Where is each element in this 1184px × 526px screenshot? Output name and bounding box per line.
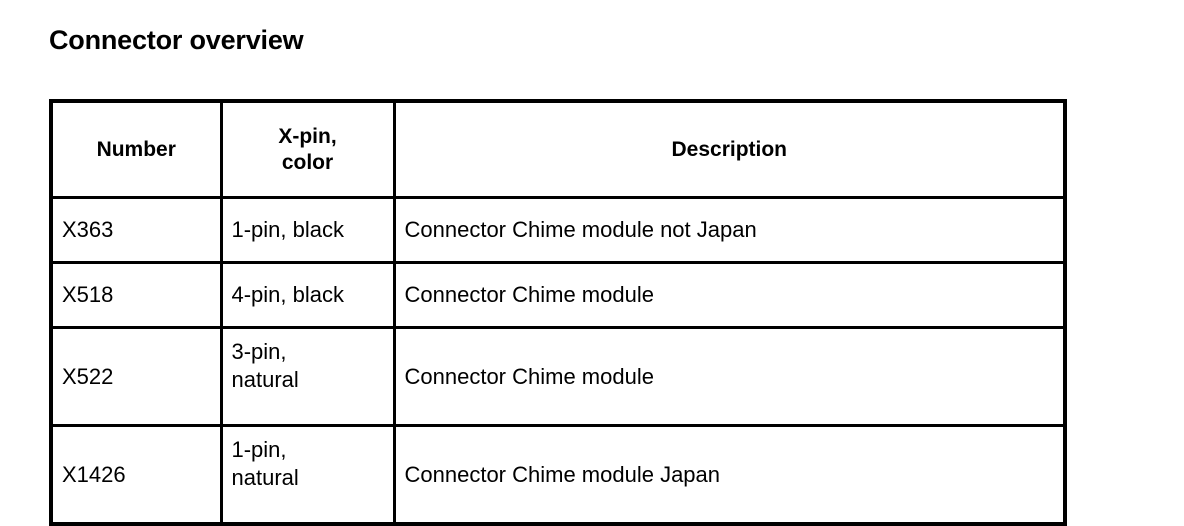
cell-xpin: 1-pin, black [219, 196, 396, 264]
column-header-xpin-line1: X-pin, [278, 124, 337, 148]
table-body: X363 1-pin, black Connector Chime module… [49, 196, 1067, 526]
cell-xpin: 3-pin, natural [219, 326, 396, 427]
column-header-xpin: X-pin, color [219, 99, 396, 199]
table-header: Number X-pin, color Description [49, 99, 1067, 199]
cell-number: X518 [49, 261, 223, 329]
cell-xpin: 4-pin, black [219, 261, 396, 329]
table-row: X363 1-pin, black Connector Chime module… [49, 196, 1067, 264]
cell-xpin-line2: natural [231, 465, 299, 490]
cell-description: Connector Chime module Japan [392, 424, 1067, 526]
cell-xpin: 1-pin, natural [219, 424, 396, 526]
table-row: X518 4-pin, black Connector Chime module [49, 261, 1067, 329]
table-row: X1426 1-pin, natural Connector Chime mod… [49, 424, 1067, 526]
page-root: Connector overview Number X-pin, color D… [49, 25, 1067, 526]
connector-overview-table: Number X-pin, color Description X363 1-p… [49, 99, 1067, 526]
cell-number: X522 [49, 326, 223, 427]
cell-xpin-line1: 4-pin, black [231, 282, 345, 307]
column-header-description: Description [392, 99, 1067, 199]
column-header-xpin-line2: color [281, 150, 334, 174]
table-header-row: Number X-pin, color Description [49, 99, 1067, 199]
cell-number: X363 [49, 196, 223, 264]
cell-description: Connector Chime module not Japan [392, 196, 1067, 264]
cell-number: X1426 [49, 424, 223, 526]
cell-xpin-line1: 1-pin, [231, 437, 287, 462]
column-header-number: Number [49, 99, 223, 199]
table-row: X522 3-pin, natural Connector Chime modu… [49, 326, 1067, 427]
page-title: Connector overview [49, 25, 304, 55]
connector-table-container: Number X-pin, color Description X363 1-p… [49, 99, 1067, 526]
cell-xpin-line2: natural [231, 367, 299, 392]
cell-xpin-line1: 3-pin, [231, 339, 287, 364]
cell-description: Connector Chime module [392, 261, 1067, 329]
cell-xpin-line1: 1-pin, black [231, 217, 345, 242]
cell-description: Connector Chime module [392, 326, 1067, 427]
